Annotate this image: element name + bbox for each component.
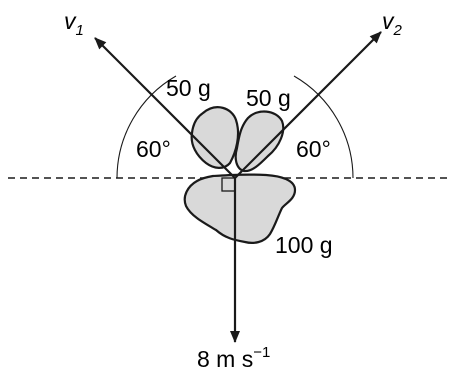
label-velocity-exponent: −1 [253,344,270,361]
label-v1-symbol: v [64,8,77,34]
angle-arc-right [293,75,354,179]
label-v1: v1 [64,8,84,39]
fragment-left-50g [190,106,240,169]
label-mass-left: 50 g [166,75,211,101]
label-v2: v2 [382,8,403,39]
label-velocity-value: 8 m s [197,346,253,372]
angle-arc-left [116,75,177,179]
label-v2-subscript: 2 [393,22,403,39]
label-v1-subscript: 1 [76,22,84,39]
label-velocity-bottom: 8 m s−1 [197,344,270,372]
fragment-right-50g [234,110,285,173]
velocity-arrow-v2 [234,31,382,179]
velocity-arrow-v1 [94,37,236,179]
fragment-bottom-100g [183,173,297,244]
label-v2-symbol: v [382,8,395,34]
label-mass-right: 50 g [246,85,291,111]
label-angle-right: 60° [296,136,331,162]
label-mass-bottom: 100 g [275,232,333,258]
label-angle-left: 60° [136,136,171,162]
